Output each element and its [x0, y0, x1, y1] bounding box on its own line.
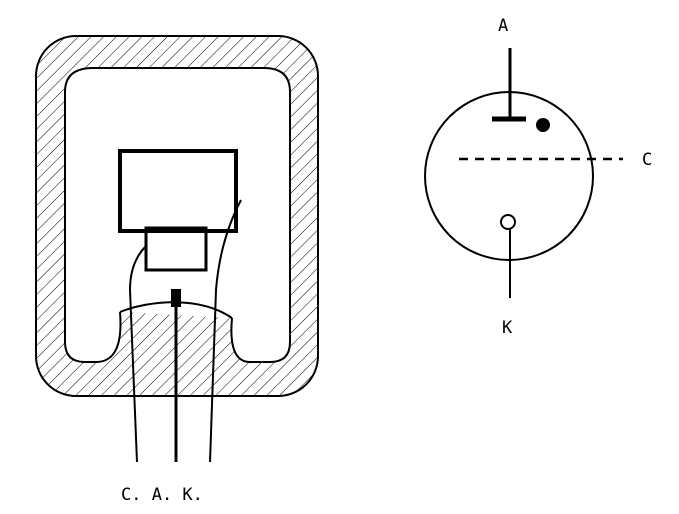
bottom-terminal-label: C. A. K.	[121, 485, 203, 505]
envelope-inner-outline	[64, 67, 291, 363]
wire-c	[128, 245, 147, 463]
envelope-inner-outline-left	[64, 92, 122, 363]
label-k: K	[502, 318, 513, 338]
stem-stub	[171, 289, 181, 307]
cathode-open-circle	[500, 214, 516, 230]
heater-dot	[536, 118, 550, 132]
label-c: C	[642, 150, 652, 170]
lead-wires	[128, 199, 242, 463]
tube-symbol	[424, 48, 623, 298]
wire-k	[209, 199, 242, 463]
cathode-support-bracket	[144, 226, 208, 272]
label-a: A	[498, 16, 508, 36]
cathode-plate	[118, 149, 238, 272]
cathode-rectangle	[118, 149, 238, 233]
